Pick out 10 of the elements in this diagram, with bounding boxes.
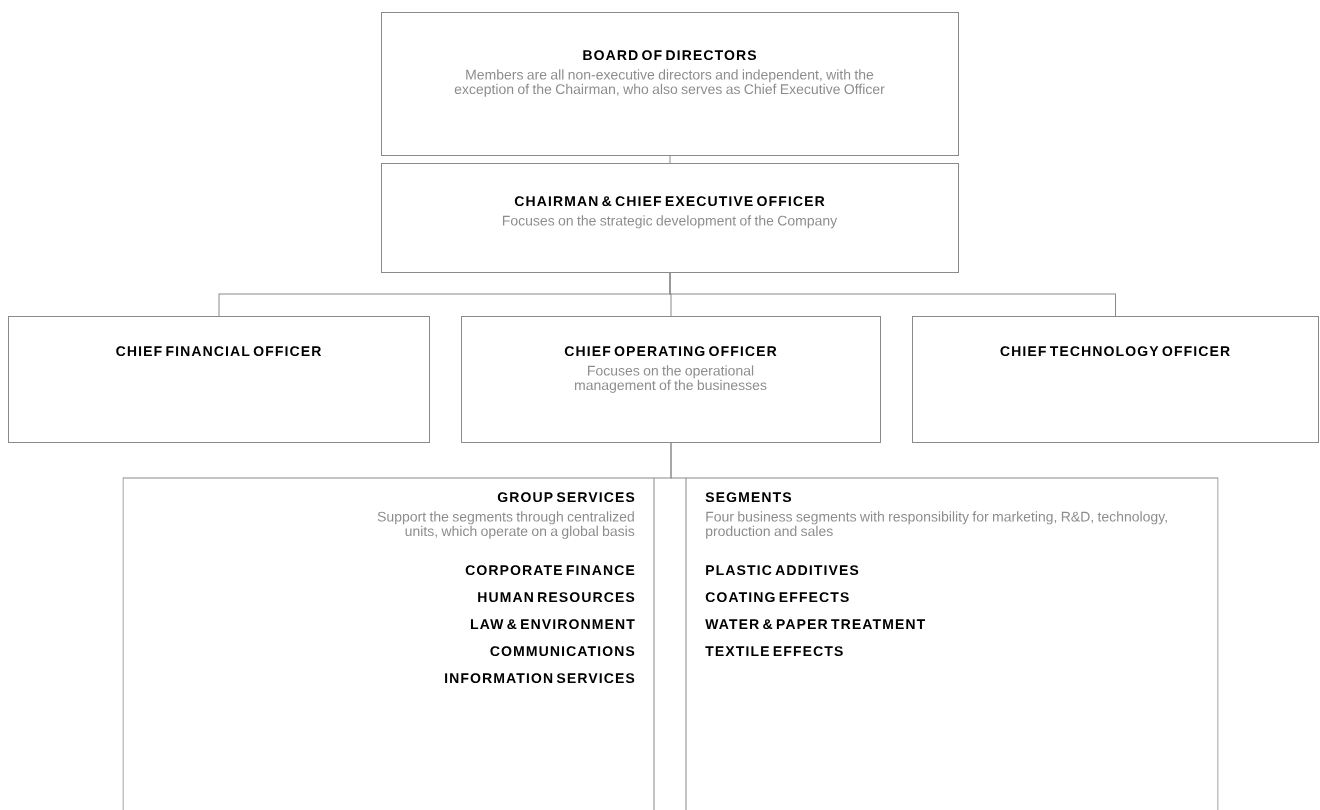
org-box: CHIEF TECHNOLOGY OFFICER (912, 316, 1319, 443)
org-box: BOARD OF DIRECTORS Members are all non-executive directors and independent, with the exception of the Chairman, who also serves as Chief Executive Officer (381, 12, 959, 156)
org-box: SEGMENTS Four business segments with responsibility for marketing, R&D, technology, production and sales PLASTIC ADDITIVES COATING EFFECTS WATER & PAPER TREATMENT TEXTILE EFFECTS (685, 477, 1219, 810)
org-box: CHIEF FINANCIAL OFFICER (8, 316, 430, 443)
connector-line (669, 155, 671, 164)
org-box: GROUP SERVICES Support the segments through centralized units, which operate on a global basis CORPORATE FINANCE HUMAN RESOURCES LAW & ENVIRONMENT COMMUNICATIONS INFORMATION SERVICES (122, 477, 655, 810)
org-box: CHIEF OPERATING OFFICER Focuses on the operational management of the businesses (461, 316, 881, 443)
connector-line (669, 272, 1116, 317)
connector-line (670, 442, 687, 479)
org-box: CHAIRMAN & CHIEF EXECUTIVE OFFICER Focuses on the strategic development of the Company (381, 163, 959, 273)
